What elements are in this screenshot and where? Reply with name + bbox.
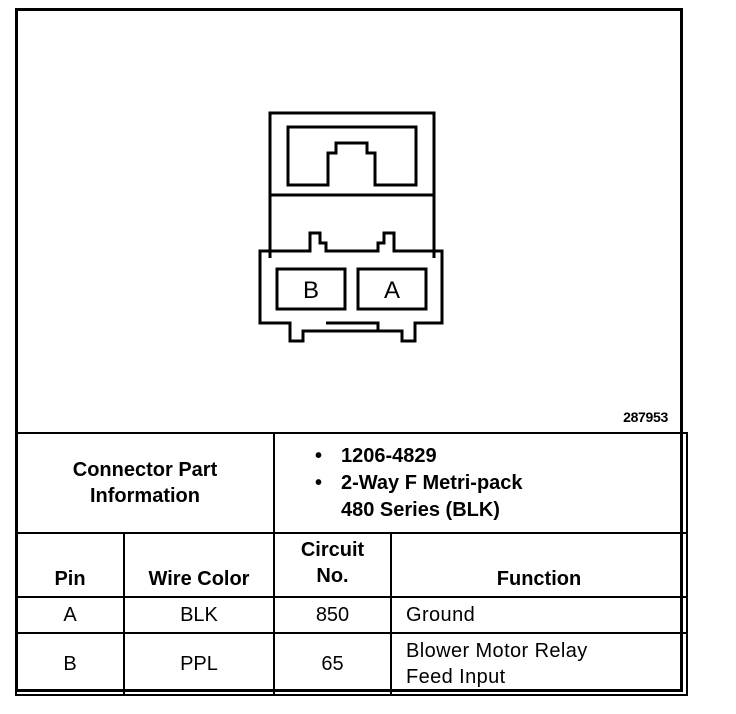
row-b-pin: B — [15, 632, 125, 696]
header-pin: Pin — [15, 532, 125, 598]
part-info-label-line1: Connector Part — [72, 459, 218, 481]
part-info-details: • 1206-4829 • 2-Way F Metri-pack 480 Ser… — [273, 432, 688, 534]
connector-info-table: Connector Part Information • 1206-4829 •… — [15, 432, 688, 696]
part-info-label: Connector Part Information — [15, 432, 275, 534]
row-a-wire-color: BLK — [123, 596, 275, 634]
connector-drawing: B A — [258, 111, 444, 343]
part-description-line: • 2-Way F Metri-pack 480 Series (BLK) — [315, 470, 686, 524]
row-a-pin: A — [15, 596, 125, 634]
pin-cavity-a — [356, 267, 428, 311]
header-circuit-no: Circuit No. — [273, 532, 392, 598]
header-function: Function — [390, 532, 688, 598]
pin-label-a: A — [384, 277, 400, 304]
row-b-function-line1: Blower Motor Relay — [406, 640, 588, 662]
part-info-row: Connector Part Information • 1206-4829 •… — [15, 432, 688, 534]
connector-bottom-slot — [326, 321, 380, 331]
row-a-circuit: 850 — [273, 596, 392, 634]
row-b-wire-color: PPL — [123, 632, 275, 696]
part-description-line2: 480 Series (BLK) — [341, 498, 500, 521]
part-description-line1: 2-Way F Metri-pack — [341, 471, 523, 494]
row-b-function: Blower Motor Relay Feed Input — [390, 632, 688, 696]
part-number-line: • 1206-4829 — [315, 443, 686, 470]
pin-label-b: B — [303, 277, 319, 304]
row-a-function: Ground — [390, 596, 688, 634]
connector-latch-window — [286, 125, 418, 187]
row-b-function-line2: Feed Input — [406, 666, 506, 688]
table-header-row: Pin Wire Color Circuit No. Function — [15, 532, 688, 598]
header-circuit-line1: Circuit — [300, 539, 365, 561]
bullet-icon: • — [315, 444, 323, 467]
connector-upper-body — [268, 111, 436, 258]
table-row: B PPL 65 Blower Motor Relay Feed Input — [15, 632, 688, 696]
figure-number: 287953 — [623, 409, 668, 425]
header-circuit-line2: No. — [316, 565, 349, 587]
connector-lower-body — [258, 231, 444, 343]
part-number: 1206-4829 — [341, 444, 437, 467]
table-row: A BLK 850 Ground — [15, 596, 688, 634]
connector-diagram-area: B A — [18, 11, 680, 435]
row-b-circuit: 65 — [273, 632, 392, 696]
pin-cavity-b — [275, 267, 347, 311]
bullet-icon: • — [315, 471, 323, 494]
diagram-frame: B A 287953 Connector Part Information • … — [15, 8, 688, 696]
header-wire-color: Wire Color — [123, 532, 275, 598]
part-info-label-line2: Information — [90, 485, 200, 507]
